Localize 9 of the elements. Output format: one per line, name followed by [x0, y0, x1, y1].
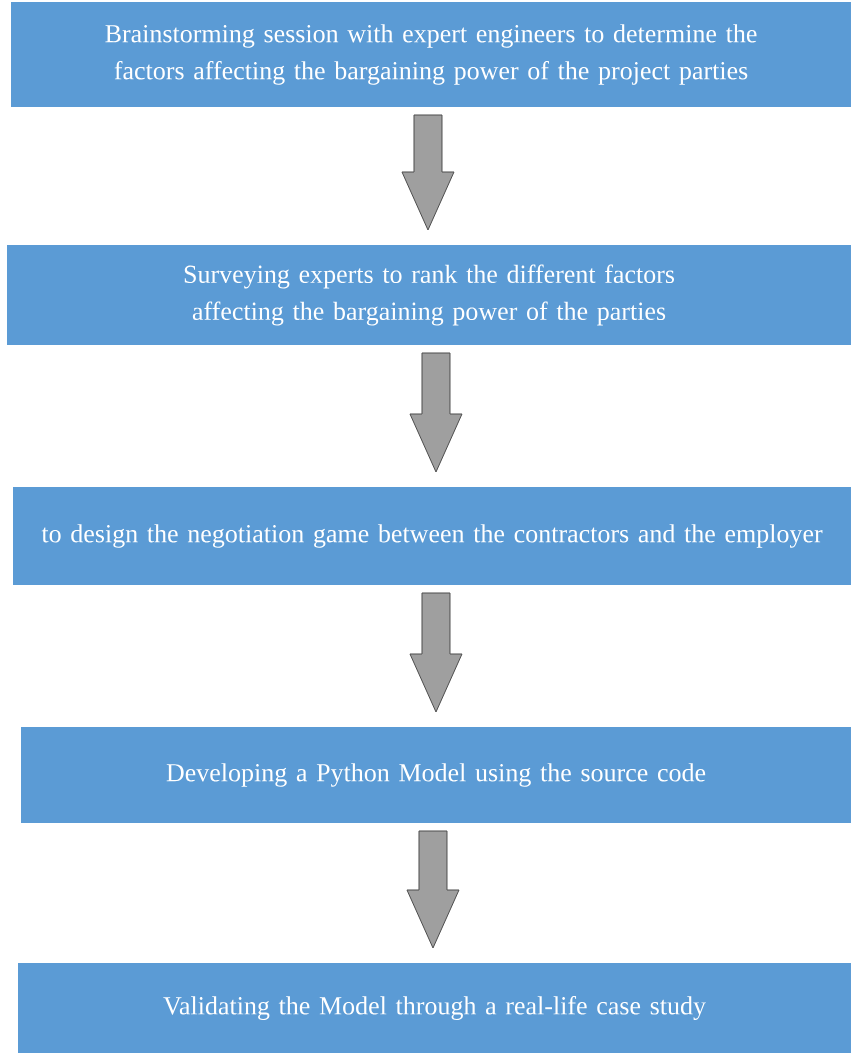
process-box: Validating the Model through a real-life case study — [18, 963, 851, 1053]
block-arrow — [406, 830, 460, 949]
block-arrow — [401, 114, 455, 231]
process-box: Surveying experts to rank the different factors affecting the bargaining power of the parties — [7, 245, 851, 345]
process-box: to design the negotiation game between the contractors and the employer — [13, 487, 851, 585]
block-arrow — [409, 592, 463, 713]
process-box: Brainstorming session with expert engineers to determine the factors affecting the bargaining power of the project parties — [11, 2, 851, 107]
process-box: Developing a Python Model using the source code — [21, 727, 851, 823]
block-arrow — [409, 352, 463, 473]
